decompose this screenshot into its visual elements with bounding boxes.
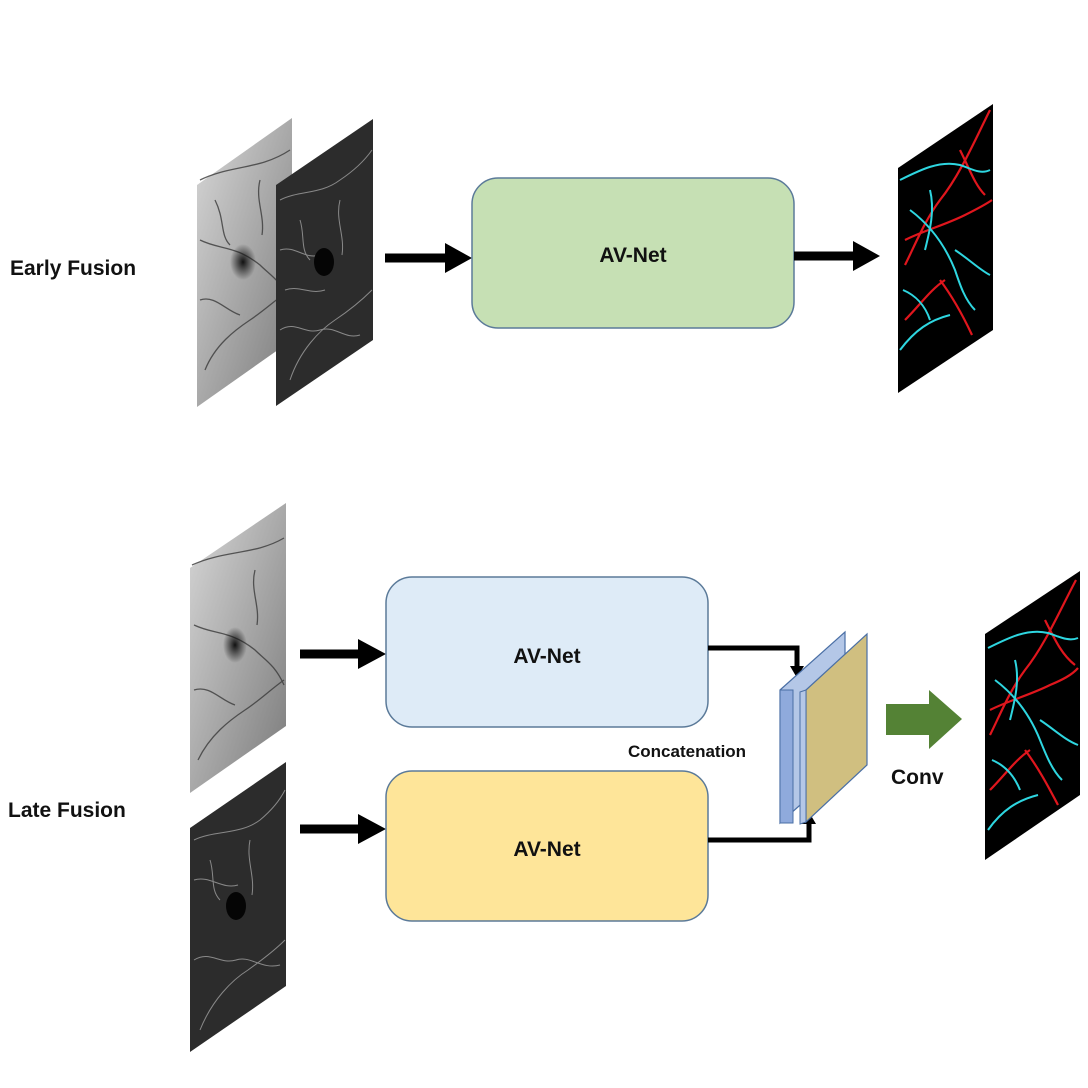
early-output-av-map bbox=[898, 104, 993, 393]
conv-arrow bbox=[886, 690, 962, 749]
early-output-arrow bbox=[794, 241, 880, 271]
late-top-to-concat-connector bbox=[708, 645, 804, 678]
concatenation-feature-maps bbox=[779, 630, 868, 825]
late-av-net-top-label: AV-Net bbox=[513, 645, 580, 668]
late-fusion-label: Late Fusion bbox=[8, 799, 126, 822]
late-input-octa-image bbox=[190, 762, 286, 1052]
late-output-av-map bbox=[985, 571, 1080, 860]
concat-feature-map-tan-side bbox=[799, 689, 807, 825]
late-av-net-bottom-label: AV-Net bbox=[513, 838, 580, 861]
late-bottom-input-arrow bbox=[300, 814, 386, 844]
early-av-net-label: AV-Net bbox=[599, 244, 666, 267]
conv-label: Conv bbox=[891, 766, 944, 789]
early-fusion-label: Early Fusion bbox=[10, 257, 136, 280]
late-input-fundus-image bbox=[190, 503, 286, 793]
early-input-arrow bbox=[385, 243, 472, 273]
concatenation-label: Concatenation bbox=[628, 742, 746, 761]
late-top-input-arrow bbox=[300, 639, 386, 669]
concat-feature-map-blue-side bbox=[779, 689, 794, 824]
late-av-net-top-box bbox=[385, 576, 709, 728]
late-av-net-bottom-box bbox=[385, 770, 709, 922]
early-input-octa-image bbox=[276, 119, 373, 406]
